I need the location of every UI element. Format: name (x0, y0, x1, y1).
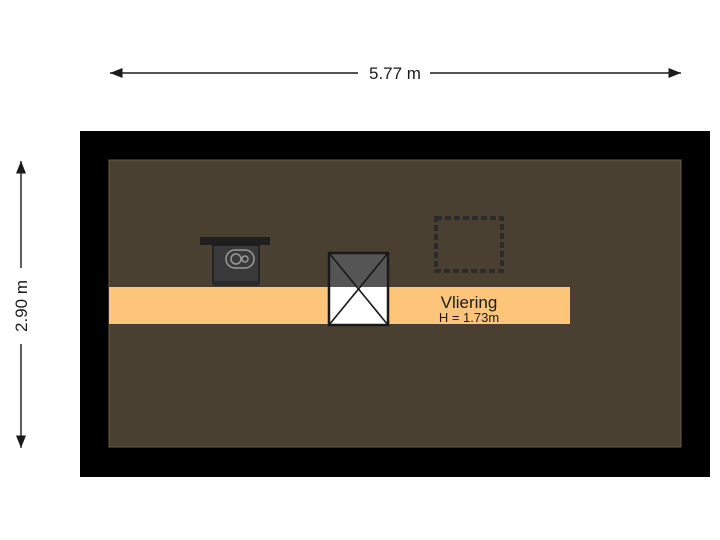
height-dimension-label: 2.90 m (12, 280, 31, 332)
room-name: Vliering (441, 293, 498, 312)
width-dimension: 5.77 m (110, 64, 681, 83)
width-dimension-label: 5.77 m (369, 64, 421, 83)
boiler-icon (200, 237, 270, 286)
roof-hatch-icon (327, 251, 390, 327)
dashed-storage-icon (434, 216, 504, 273)
height-dimension: 2.90 m (12, 161, 31, 448)
room-height: H = 1.73m (439, 310, 499, 325)
